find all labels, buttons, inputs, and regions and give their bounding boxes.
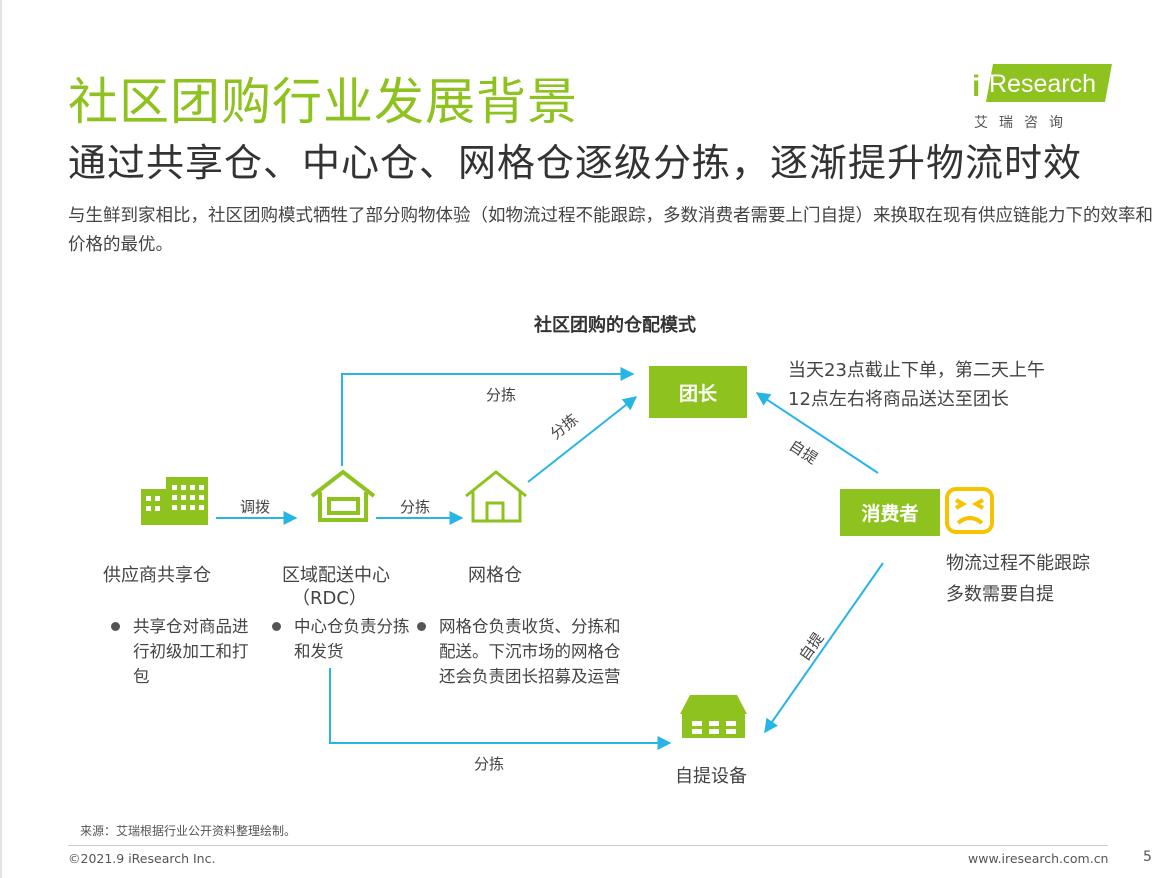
logo-chinese-name: 艾瑞咨询: [974, 115, 1074, 131]
page-subtitle: 通过共享仓、中心仓、网格仓逐级分拣，逐渐提升物流时效: [68, 141, 1083, 185]
intro-paragraph: 与生鲜到家相比，社区团购模式牺牲了部分购物体验（如物流过程不能跟踪，多数消费者需…: [68, 206, 1153, 255]
copyright-text: ©2021.9 iResearch Inc.: [68, 851, 216, 866]
arrow-grid-to-leader: [527, 396, 638, 483]
arrow-consumer-to-leader: [755, 392, 879, 474]
rdc-bullet: 中心仓负责分拣和发货: [272, 614, 410, 664]
edge-label-rdc-pickup: 分拣: [474, 755, 505, 773]
website-link[interactable]: www.iresearch.com.cn: [968, 851, 1109, 866]
logo-box: [986, 64, 1112, 102]
iresearch-logo: i Research 艾瑞咨询: [972, 64, 1117, 134]
arrow-rdc-to-leader: [341, 367, 635, 466]
page-number: 5: [1143, 849, 1152, 865]
pickup-locker-icon: [680, 695, 747, 738]
consumer-node: 消费者: [840, 489, 940, 536]
supplier-label: 供应商共享仓: [103, 565, 211, 586]
leader-node: 团长: [649, 366, 747, 418]
consumer-issue-1: 物流过程不能跟踪: [946, 553, 1090, 574]
rdc-warehouse-icon: [310, 469, 376, 522]
unhappy-face-icon: [945, 487, 994, 534]
grid-bullet: 网格仓负责收货、分拣和配送。下沉市场的网格仓还会负责团长招募及运营: [417, 614, 627, 689]
page-title: 社区团购行业发展背景: [68, 73, 578, 131]
supplier-warehouse-icon: [141, 477, 208, 525]
logo-wordmark: Research: [989, 70, 1096, 98]
logo-i: i: [972, 70, 981, 103]
rdc-label-abbr: （RDC）: [292, 588, 367, 609]
grid-warehouse-icon: [465, 470, 527, 523]
edge-label-rdc-leader: 分拣: [486, 386, 517, 404]
footer-divider: [68, 845, 1108, 846]
edge-label-rdc-grid: 分拣: [400, 498, 431, 516]
page-edge-line: [0, 0, 2, 878]
leader-timing-note: 当天23点截止下单，第二天上午12点左右将商品送达至团长: [788, 360, 1045, 410]
consumer-issue-2: 多数需要自提: [946, 584, 1054, 605]
rdc-label: 区域配送中心: [282, 565, 390, 586]
arrow-consumer-to-pickup: [764, 562, 884, 734]
arrow-rdc-to-pickup: [329, 668, 672, 750]
source-note: 来源：艾瑞根据行业公开资料整理绘制。: [80, 824, 297, 838]
diagram-title: 社区团购的仓配模式: [534, 315, 696, 336]
pickup-label: 自提设备: [675, 766, 747, 787]
edge-label-supplier-rdc: 调拨: [240, 498, 271, 516]
grid-label: 网格仓: [468, 565, 522, 586]
supplier-bullet: 共享仓对商品进行初级加工和打包: [111, 614, 251, 689]
